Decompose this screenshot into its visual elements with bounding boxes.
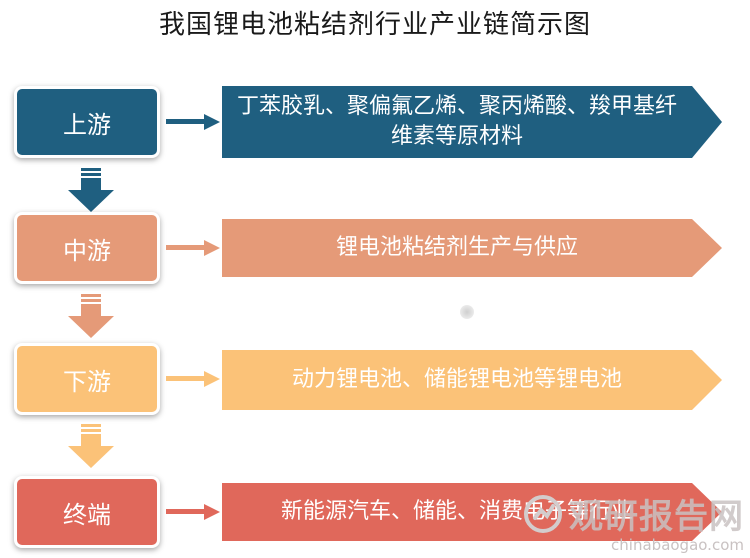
watermark-logo-icon — [524, 494, 562, 533]
diagram-title: 我国锂电池粘结剂行业产业链简示图 — [158, 10, 591, 40]
band-upstream-text: 丁苯胶乳、聚偏氟乙烯、聚丙烯酸、羧甲基纤维素等原材料 — [237, 94, 678, 149]
link-arrow-terminal — [166, 504, 220, 520]
link-arrow-midstream — [166, 240, 220, 256]
band-downstream: 动力锂电池、储能锂电池等锂电池 — [222, 350, 722, 410]
stage-midstream: 中游 — [14, 212, 160, 284]
band-midstream: 锂电池粘结剂生产与供应 — [222, 219, 722, 277]
down-arrow-1 — [68, 168, 114, 212]
band-terminal: 新能源汽车、储能、消费电子等行业 — [222, 483, 722, 541]
watermark-name: 观研报告网 — [569, 497, 744, 537]
link-arrow-downstream — [166, 371, 220, 387]
band-upstream: 丁苯胶乳、聚偏氟乙烯、聚丙烯酸、羧甲基纤维素等原材料 — [222, 86, 722, 158]
watermark-url: chinabaogao.com — [611, 536, 744, 554]
stage-terminal: 终端 — [14, 476, 160, 548]
band-downstream-text: 动力锂电池、储能锂电池等锂电池 — [291, 367, 622, 393]
band-midstream-text: 锂电池粘结剂生产与供应 — [335, 235, 578, 261]
down-arrow-2 — [68, 294, 114, 338]
center-dot — [460, 305, 474, 319]
stage-upstream: 上游 — [14, 86, 160, 158]
link-arrow-upstream — [166, 114, 220, 130]
down-arrow-3 — [68, 424, 114, 468]
watermark: 观研报告网 chinabaogao.com — [523, 489, 744, 554]
band-terminal-text: 新能源汽车、储能、消费电子等行业 — [280, 499, 633, 525]
stage-downstream: 下游 — [14, 343, 160, 415]
